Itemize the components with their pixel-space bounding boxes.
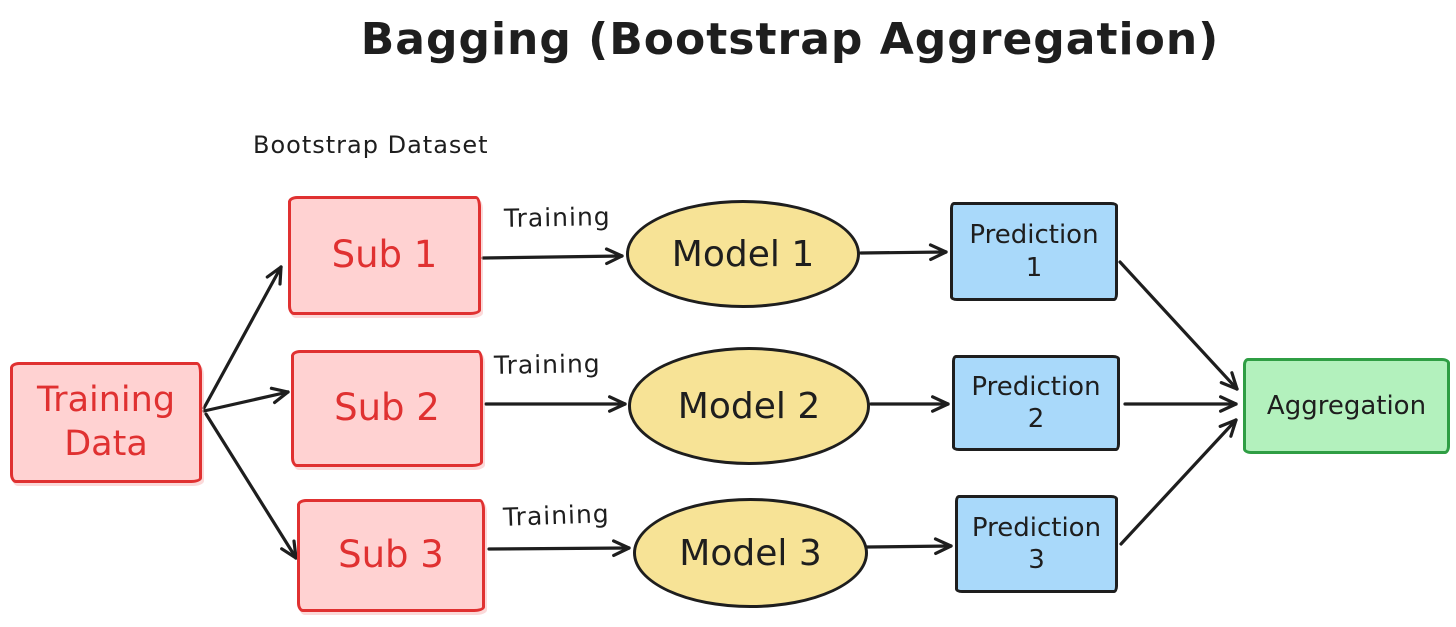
prediction-2-label-line2: 2 [1027,404,1045,434]
node-prediction-3: Prediction 3 [955,495,1118,593]
prediction-2-label-line1: Prediction [971,371,1101,402]
arrow-training-data-to-sub-3 [204,412,298,560]
arrow-prediction-1-to-aggregation [1118,260,1239,391]
node-model-2: Model 2 [628,347,870,465]
training-data-label-line1: Training [36,379,176,420]
bootstrap-dataset-label: Bootstrap Dataset [253,131,489,159]
node-aggregation: Aggregation [1243,358,1450,454]
node-sub-3: Sub 3 [297,499,485,612]
prediction-1-label-line1: Prediction [969,220,1099,250]
node-model-3: Model 3 [633,498,868,608]
node-sub-1: Sub 1 [288,196,481,315]
prediction-3-label-line1: Prediction [971,512,1102,543]
arrow-training-data-to-sub-2 [202,386,290,413]
node-prediction-2: Prediction 2 [952,355,1120,451]
sub-3-label: Sub 3 [338,533,444,577]
node-model-1: Model 1 [626,200,860,308]
edge-label-training-2: Training [493,349,601,380]
arrow-prediction-2-to-aggregation [1123,395,1238,413]
model-1-label: Model 1 [671,233,815,275]
arrow-model-2-to-prediction-2 [869,395,950,413]
edge-label-training-1: Training [503,202,611,233]
node-prediction-1: Prediction 1 [950,202,1118,301]
model-3-label: Model 3 [679,532,822,574]
aggregation-label: Aggregation [1266,390,1427,421]
node-sub-2: Sub 2 [291,350,483,467]
arrow-sub-2-to-model-2 [484,395,627,413]
arrow-sub-3-to-model-3 [487,539,631,557]
arrow-model-1-to-prediction-1 [859,243,948,261]
training-data-label-line2: Data [64,423,148,464]
edge-label-training-3: Training [502,499,611,532]
node-training-data: Training Data [10,362,202,483]
prediction-3-label-line2: 3 [1028,545,1045,575]
arrow-sub-1-to-model-1 [481,247,624,266]
diagram-title: Bagging (Bootstrap Aggregation) [360,14,1220,65]
arrow-model-3-to-prediction-3 [865,537,953,555]
prediction-1-label-line2: 1 [1025,252,1043,283]
arrow-prediction-3-to-aggregation [1119,418,1238,546]
sub-1-label: Sub 1 [331,233,438,277]
model-2-label: Model 2 [677,385,821,427]
sub-2-label: Sub 2 [334,386,440,430]
arrow-training-data-to-sub-1 [202,265,283,410]
